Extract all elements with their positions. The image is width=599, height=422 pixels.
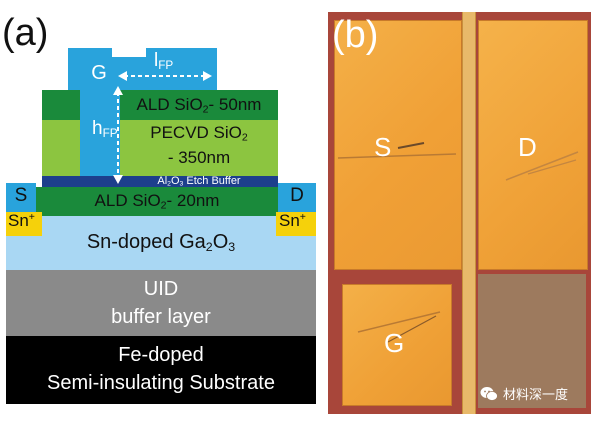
pad-gate-label: G (384, 328, 405, 358)
bare-region (478, 274, 586, 408)
etch-buffer-label: Al2O3 Etch Buffer (157, 175, 241, 188)
substrate-label-line2: Semi-insulating Substrate (47, 371, 275, 394)
lfp-label-base: l (154, 50, 159, 71)
gate-label: G (91, 61, 107, 84)
pecvd-sio2-layer (120, 120, 278, 176)
ald-sio2-50nm-left (42, 90, 80, 120)
watermark-text: 材料深一度 (503, 387, 569, 402)
ald-sio2-50nm-layer (120, 90, 278, 120)
lfp-label: lFP (154, 50, 173, 72)
pad-features (337, 142, 579, 343)
panel-b: (b) S D G 材料深一度 (328, 12, 591, 414)
gate-feed-line (462, 12, 476, 414)
panel-a-letter: (a) (2, 12, 49, 54)
ald-50nm-label: ALD SiO2- 50nm (136, 94, 262, 116)
lfp-label-sub: FP (158, 58, 174, 72)
lfp-arrow (118, 71, 212, 81)
sn-plus-right-label: Sn+ (279, 211, 306, 230)
etch-buffer-layer (42, 176, 278, 187)
hfp-arrow (117, 92, 119, 176)
ald-sio2-20nm-layer: ALD SiO2- 20nm (36, 187, 278, 216)
uid-label-line1: UID (143, 277, 179, 300)
source-label: S (14, 185, 28, 206)
substrate-label-line1: Fe-doped (118, 343, 204, 366)
sn-plus-right (276, 212, 316, 236)
drain-label: D (290, 185, 304, 206)
gate-stem (80, 88, 120, 187)
pecvd-sio2-left (42, 120, 80, 176)
source-pad (334, 20, 462, 270)
wechat-icon (480, 386, 498, 401)
drain-pad (478, 20, 588, 270)
uid-buffer-layer (6, 270, 316, 336)
pecvd-label-line1: PECVD SiO2 (150, 122, 248, 144)
gate-pad (342, 284, 452, 406)
watermark: 材料深一度 (480, 384, 568, 403)
pad-source-label: S (374, 132, 392, 162)
hfp-label: hFP (92, 118, 118, 140)
gate-notch (112, 48, 146, 57)
drain-contact (278, 183, 316, 216)
source-contact (6, 183, 36, 216)
channel-label: Sn-doped Ga2O3 (86, 231, 236, 255)
panel-b-letter: (b) (332, 14, 379, 56)
sn-plus-left-label: Sn+ (8, 211, 35, 230)
pad-drain-label: D (518, 132, 537, 162)
substrate-layer (6, 336, 316, 404)
pecvd-label-line2: - 350nm (167, 148, 231, 167)
uid-label-line2: buffer layer (111, 305, 211, 328)
panel-a: (a) G lFP ALD SiO2- 50nm PECVD SiO2 - 35… (2, 12, 316, 404)
sn-plus-left (6, 212, 42, 236)
sn-doped-ga2o3-layer (6, 216, 316, 270)
